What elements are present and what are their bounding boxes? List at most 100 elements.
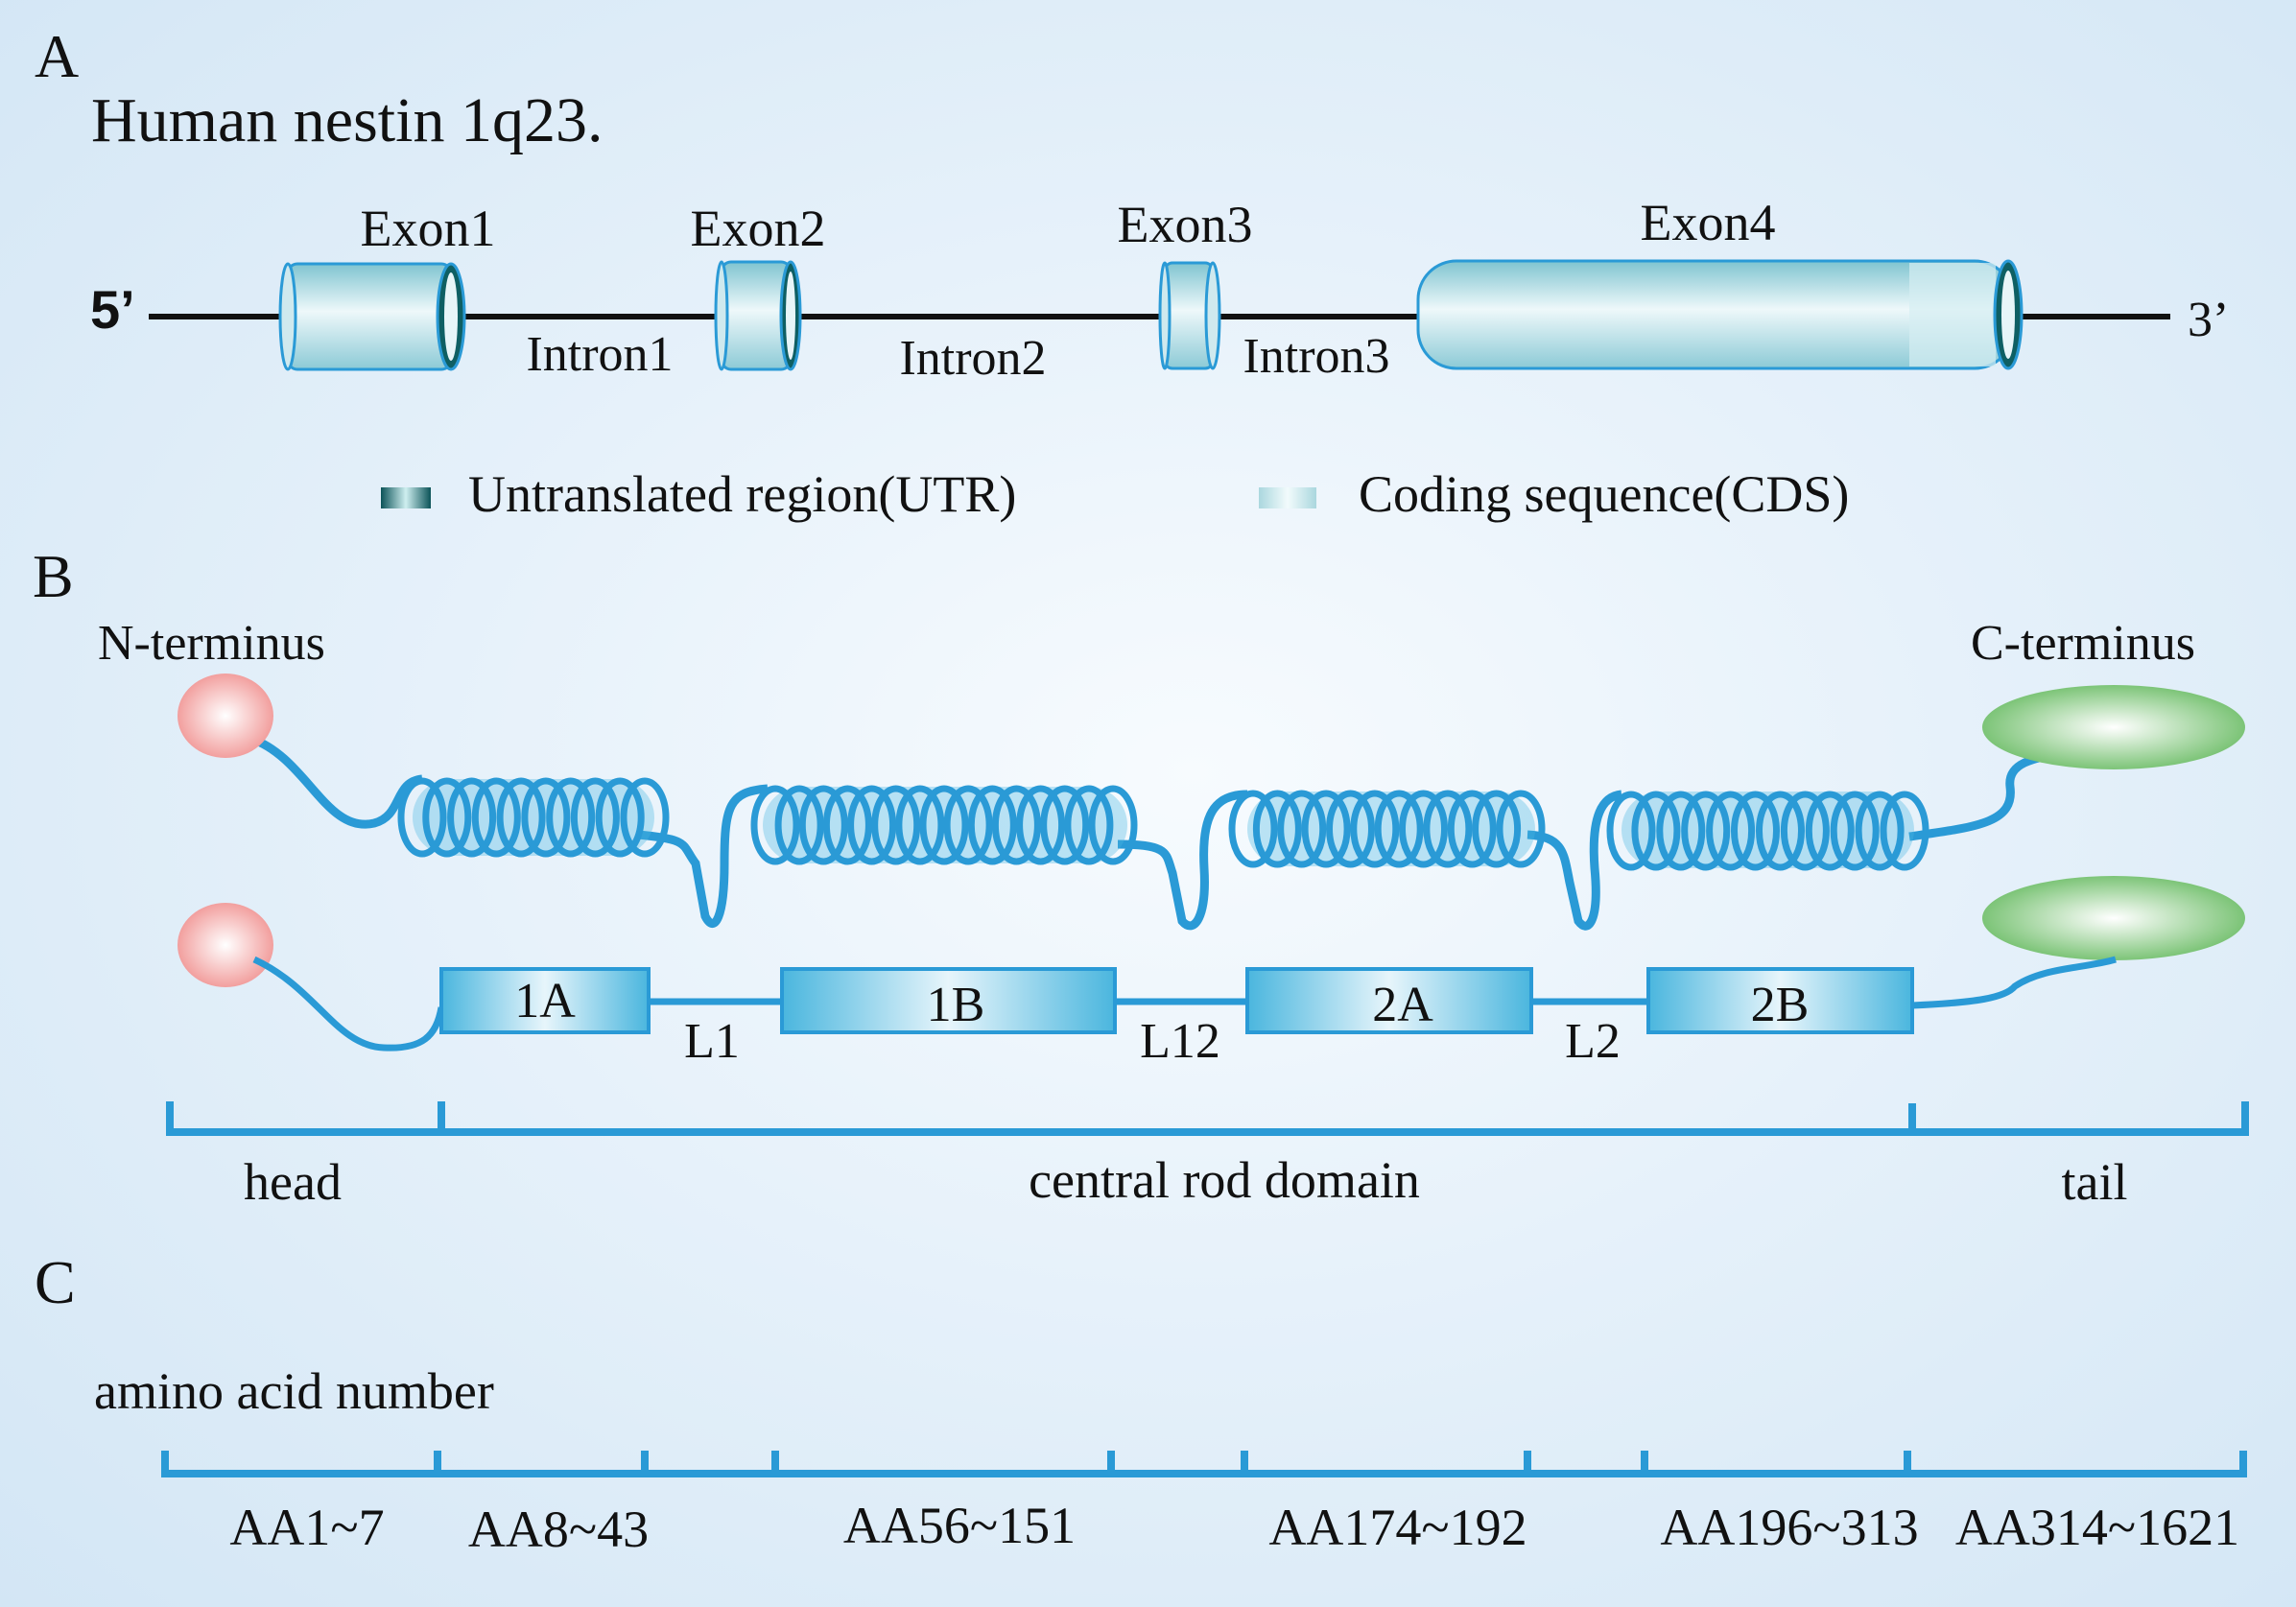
helix-coil-turn [570, 777, 620, 858]
exon-label-3: Exon3 [1118, 196, 1253, 253]
helix-coil-turn [521, 777, 571, 858]
helix-coil-turn [1064, 785, 1114, 865]
helix-coil-turn [595, 777, 645, 858]
exon-label-2: Exon2 [691, 200, 826, 257]
helix-coil-turn [1656, 791, 1706, 871]
aa-range-6: AA314~1621 [1955, 1499, 2239, 1556]
helix-coil-turn [1326, 790, 1375, 868]
aa-range-4: AA174~192 [1268, 1499, 1527, 1556]
intron-label-3: Intron3 [1243, 329, 1389, 384]
helix-coil-turn [1681, 791, 1731, 871]
panel-a-title: Human nestin 1q23. [91, 85, 603, 155]
intron-label-2: Intron2 [899, 331, 1046, 386]
linker-label-l2: L2 [1565, 1014, 1621, 1069]
helix-coil-turn [847, 785, 897, 865]
helix-coil-turn [1374, 790, 1424, 868]
exon-label-1: Exon1 [361, 200, 496, 257]
c-terminus-ellipse-lower [1982, 876, 2245, 960]
segment-label-1a: 1A [514, 974, 576, 1028]
helix-coil-turn [774, 785, 824, 865]
panel-a-letter: A [35, 22, 79, 90]
domain-bracket [166, 1101, 2249, 1136]
helix-coil-turn [1880, 791, 1929, 871]
helix-coil-turn [1472, 790, 1522, 868]
helix-coil-turn [991, 785, 1041, 865]
c-terminus-ellipse-upper [1982, 685, 2245, 769]
helix-coil-turn [750, 785, 800, 865]
helix-coil-turn [1805, 791, 1855, 871]
helix-coil-turn [422, 777, 472, 858]
helix-coil-turn [1228, 790, 1278, 868]
helix-coil-turn [1088, 785, 1138, 865]
aa-range-3: AA56~151 [843, 1497, 1076, 1554]
helix-coil-turn [1631, 791, 1681, 871]
exon-2-cylinder [714, 260, 802, 371]
exon-3-cylinder [1158, 261, 1221, 370]
helix-coil-turn [1780, 791, 1830, 871]
domain-box-1b: 1B [780, 967, 1117, 1034]
helix-coil-turn [943, 785, 993, 865]
linker-label-l12: L12 [1140, 1014, 1220, 1069]
helix-coil-turn [397, 777, 447, 858]
helix-coil-turn [1350, 790, 1400, 868]
utr-legend-label: Untranslated region(UTR) [468, 465, 1016, 523]
exon-4-cylinder [1416, 259, 2024, 370]
amino-acid-axis-label: amino acid number [94, 1362, 494, 1420]
n-terminus-ball-lower [178, 903, 273, 987]
exon-label-4: Exon4 [1641, 194, 1776, 251]
helix-coil-turn [471, 777, 521, 858]
cds-legend-swatch [1259, 487, 1316, 508]
helix-coil-turn [1040, 785, 1090, 865]
helix-coil-turn [871, 785, 921, 865]
panel-b-letter: B [33, 542, 74, 610]
helix-coil-turn [1301, 790, 1351, 868]
exon-1-cylinder [278, 262, 466, 371]
domain-label-tail: tail [2062, 1153, 2128, 1211]
aa-range-5: AA196~313 [1660, 1499, 1918, 1556]
n-terminus-label: N-terminus [98, 616, 325, 671]
segment-label-2a: 2A [1372, 978, 1433, 1032]
helix-coil-turn [1252, 790, 1302, 868]
intron-label-1: Intron1 [526, 327, 673, 382]
panel-c-letter: C [35, 1248, 76, 1316]
domain-label-rod: central rod domain [1029, 1151, 1420, 1209]
domain-box-2a: 2A [1245, 967, 1533, 1034]
helix-coil-turn [1277, 790, 1327, 868]
helix-coil-turn [546, 777, 596, 858]
c-terminus-label: C-terminus [1971, 616, 2195, 671]
helix-coil-turn [1706, 791, 1756, 871]
helix-coil-turn [822, 785, 872, 865]
helix-coil-turn [919, 785, 969, 865]
segment-label-2b: 2B [1751, 978, 1810, 1032]
cds-legend-label: Coding sequence(CDS) [1359, 465, 1849, 523]
n-terminus-ball-upper [178, 674, 273, 758]
helix-coil-turn [967, 785, 1017, 865]
aa-range-2: AA8~43 [468, 1501, 649, 1558]
domain-label-head: head [244, 1153, 342, 1211]
amino-acid-ruler [161, 1451, 2247, 1477]
helix-coil-turn [1855, 791, 1905, 871]
helix-coil-turn [447, 777, 497, 858]
domain-box-2b: 2B [1646, 967, 1914, 1034]
three-prime-label: 3’ [2188, 293, 2229, 347]
helix-coils [397, 777, 1929, 871]
linker-label-l1: L1 [684, 1014, 740, 1069]
helix-coil-turn [1423, 790, 1473, 868]
domain-chain [252, 956, 2117, 1052]
helix-coil-turn [620, 777, 670, 858]
helix-coil-turn [496, 777, 546, 858]
utr-legend-swatch [381, 487, 431, 508]
helix-coil-turn [895, 785, 945, 865]
helix-coil-turn [1606, 791, 1656, 871]
helix-coil-turn [1496, 790, 1546, 868]
five-prime-label: 5’ [90, 279, 135, 340]
domain-box-1a: 1A [439, 967, 651, 1034]
helix-coil-turn [1447, 790, 1497, 868]
helix-coil-turn [1016, 785, 1066, 865]
segment-label-1b: 1B [927, 978, 985, 1032]
helix-coil-turn [1830, 791, 1880, 871]
helix-coil-turn [798, 785, 848, 865]
helix-coil-turn [1399, 790, 1448, 868]
aa-range-1: AA1~7 [229, 1499, 384, 1556]
